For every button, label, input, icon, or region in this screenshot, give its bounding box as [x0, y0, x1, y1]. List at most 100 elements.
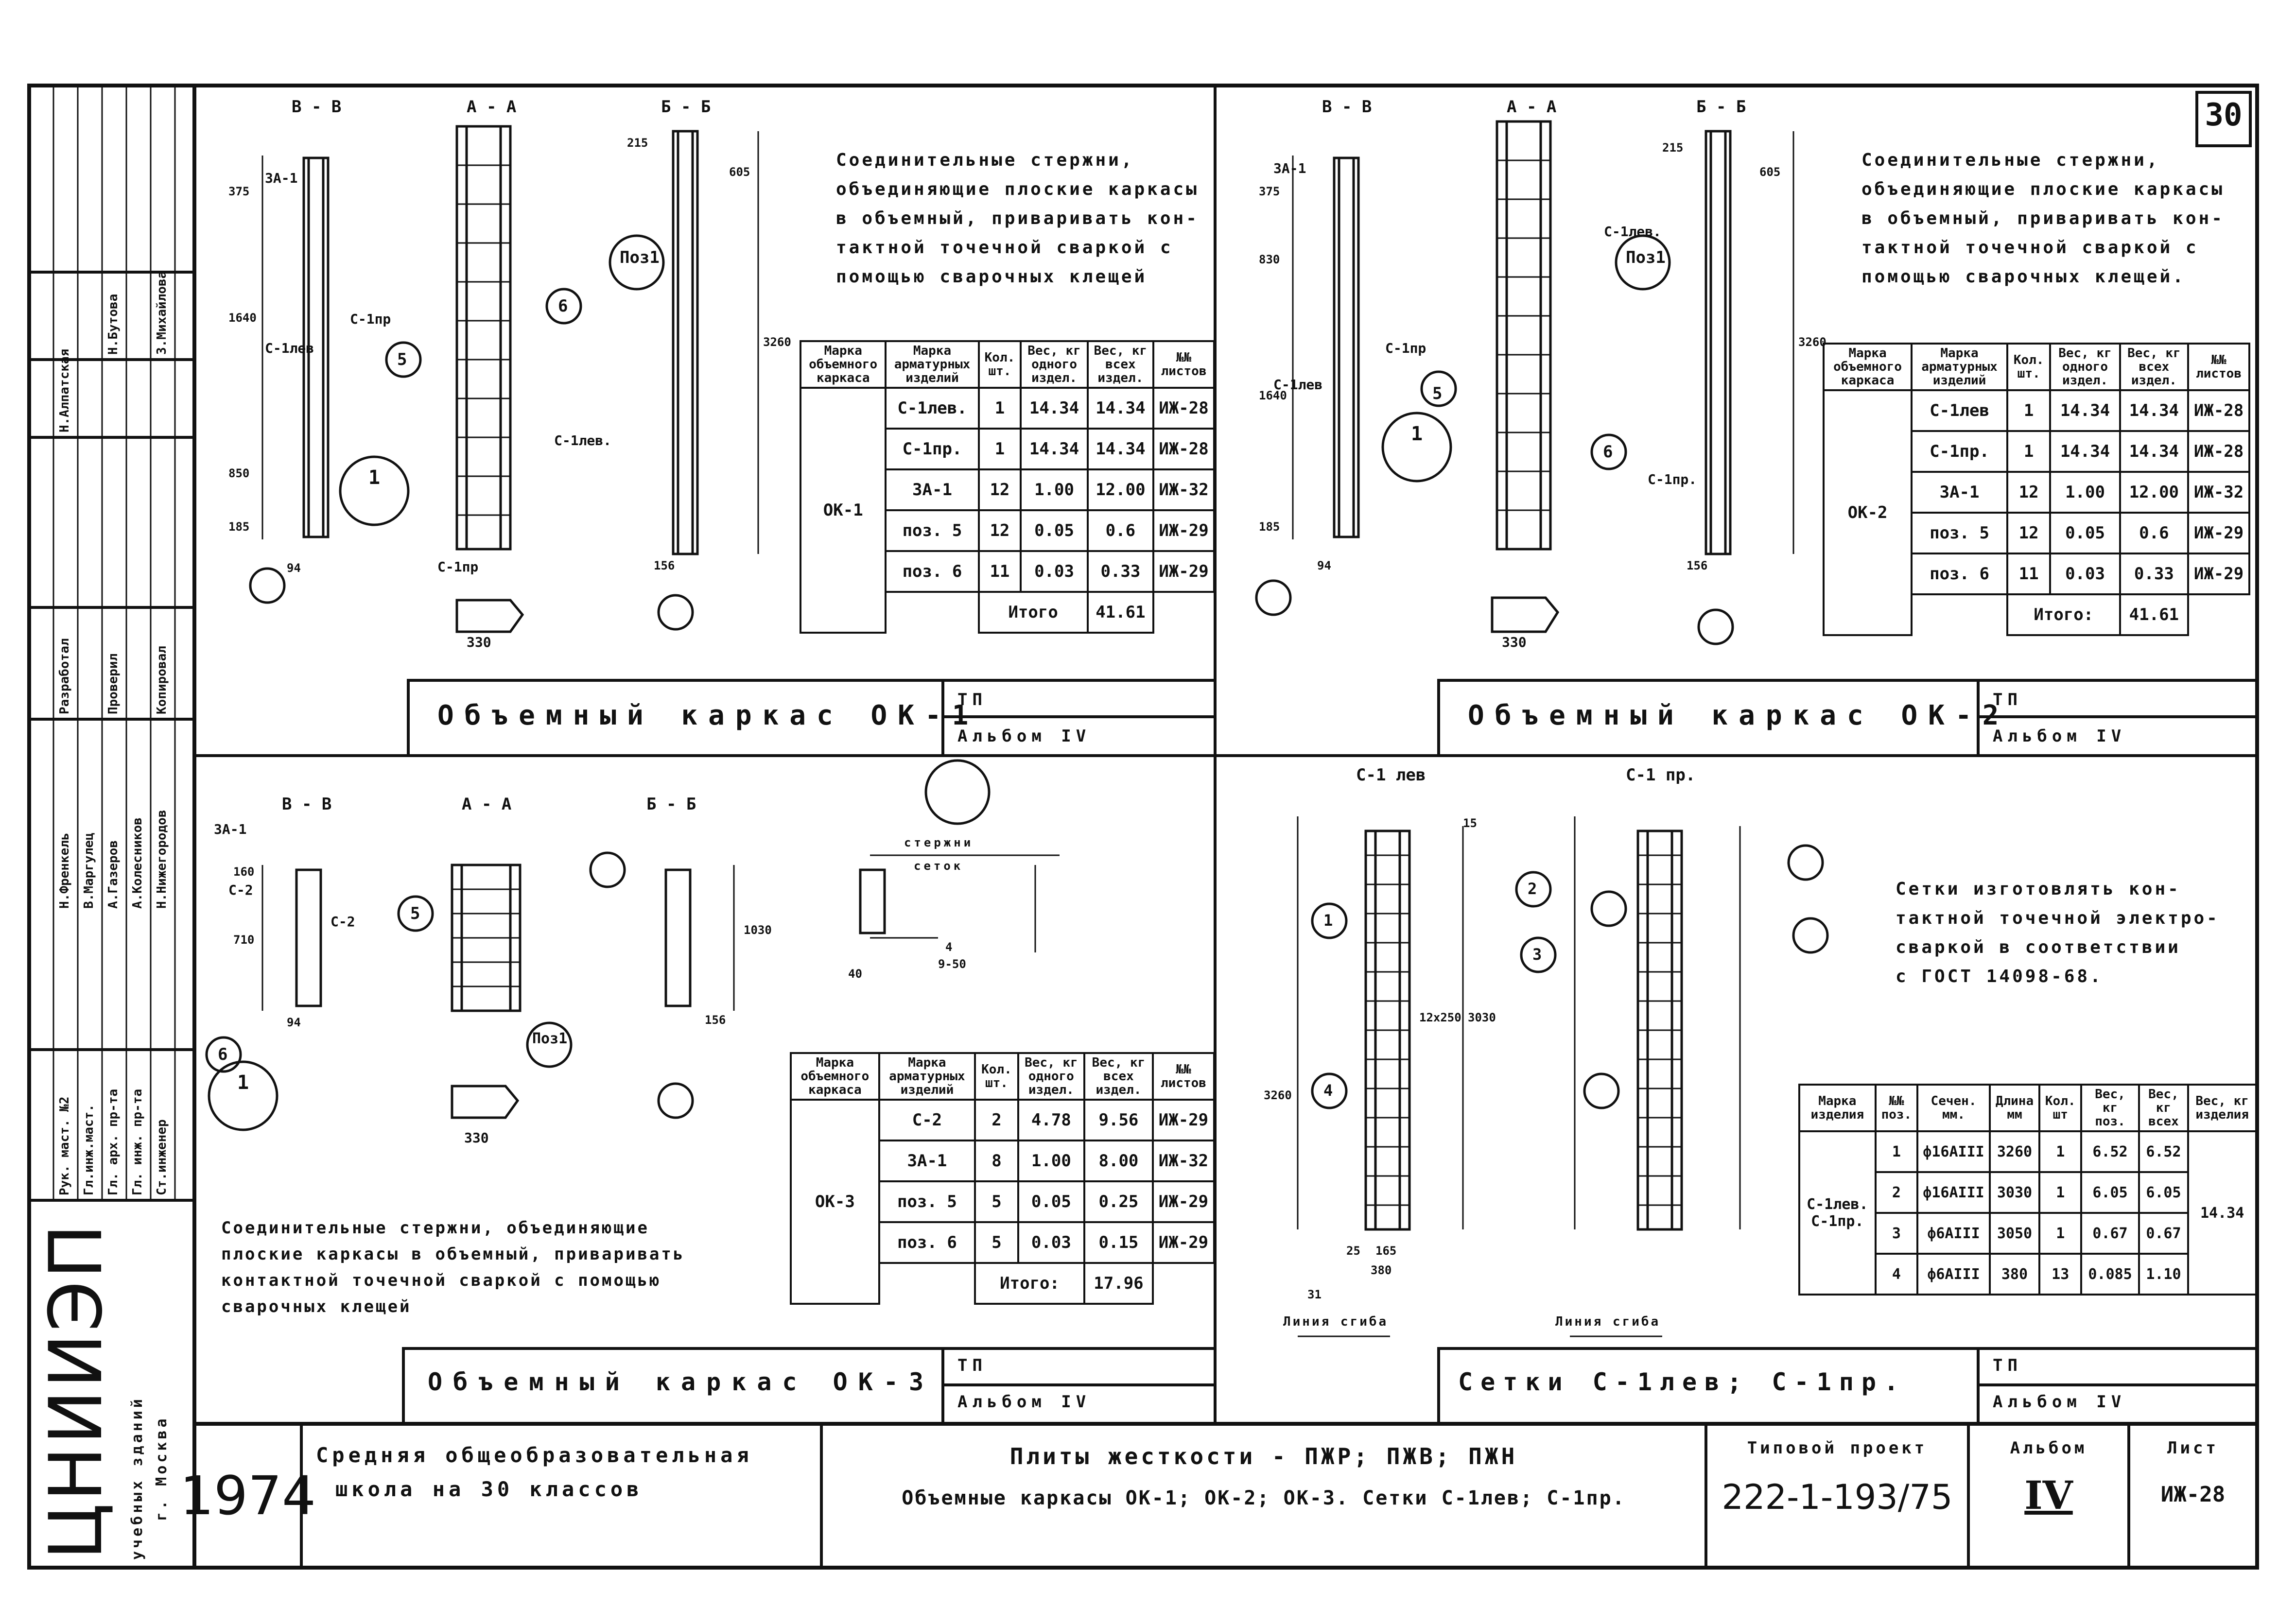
ok3-label: 156: [705, 1013, 726, 1027]
table-cell: 2: [1874, 1171, 1919, 1214]
table-cell: 380: [1988, 1253, 2041, 1296]
table-header: Марка арматурных изделий: [1911, 343, 2008, 391]
ok1-note: Соединительные стержни, объединяющие пло…: [836, 150, 1199, 287]
ok3-label: С-2: [330, 914, 355, 930]
ok1-album: Альбом IV: [957, 726, 1091, 746]
project-number: 222-1-193/75: [1722, 1477, 1953, 1517]
table-cell: 0.05: [1017, 1180, 1086, 1223]
table-row: С-1пр. 1 14.34 14.34 ИЖ-28: [800, 428, 1215, 470]
table-header: №№ листов: [1151, 1052, 1216, 1101]
name-3: А.Газеров: [106, 840, 121, 909]
ok1-label: 3260: [763, 335, 791, 349]
ok3-section-vv: В - В: [282, 795, 332, 814]
table-cell: ИЖ-32: [1152, 468, 1215, 511]
table-cell: ИЖ-29: [1152, 509, 1215, 552]
table-cell: 1: [977, 387, 1022, 430]
total-value: 41.61: [2119, 593, 2190, 636]
stamp-year-cell: 1974: [180, 1424, 316, 1568]
table-cell: ИЖ-29: [1151, 1099, 1216, 1141]
ok2-label: С-1лев: [1273, 377, 1323, 393]
table-cell: 14.34: [1086, 428, 1155, 470]
table-cell: 4.78: [1017, 1099, 1086, 1141]
ok3-label: 5: [410, 904, 420, 923]
table-cell: 12.00: [2119, 471, 2190, 514]
ok2-label: 156: [1687, 559, 1708, 572]
table-cell: 1.00: [1020, 468, 1089, 511]
mesh-album: Альбом IV: [1993, 1392, 2126, 1412]
name-5: Н.Нижегородов: [155, 810, 169, 909]
ok1-label: 375: [228, 185, 250, 198]
school-line1: Средняя общеобразовательная: [316, 1443, 753, 1467]
ok2-mark: ОК-2: [1822, 389, 1913, 636]
table-cell: 0.25: [1083, 1180, 1154, 1223]
ok2-label: 1: [1411, 423, 1423, 445]
sheet-value: ИЖ-28: [2160, 1482, 2226, 1507]
mesh-label: 3030: [1468, 1011, 1496, 1024]
total-label: Итого:: [2006, 593, 2121, 636]
ok1-tp: ТП: [957, 690, 987, 709]
ok2-label: Поз1: [1626, 248, 1666, 267]
table-cell: 0.33: [1086, 550, 1155, 593]
ok2-label: 5: [1432, 384, 1443, 403]
ok1-label: С-1лев.: [554, 432, 612, 449]
table-cell: 14.34: [2119, 389, 2190, 432]
ok2-label: 605: [1759, 165, 1781, 179]
table-cell: 14.34: [2049, 389, 2121, 432]
org-name: ЦНИИЭП: [34, 1222, 119, 1560]
table-header: Марка объемного каркаса: [790, 1052, 880, 1101]
total-label: Итого: [977, 591, 1089, 634]
ok2-label: С-1пр: [1385, 340, 1426, 356]
table-row: 2 ф16АIII 3030 1 6.05 6.05: [1799, 1171, 2256, 1214]
album-label: Альбом: [2010, 1438, 2087, 1458]
mesh-note: Сетки изготовлять кон- тактной точечной …: [1896, 879, 2220, 986]
table-cell: С-1пр.: [885, 428, 980, 470]
ok1-label: 215: [627, 136, 648, 150]
table-row: 3А-1 8 1.00 8.00 ИЖ-32: [791, 1140, 1216, 1182]
table-cell: 1.10: [2138, 1253, 2190, 1296]
table-cell: 0.085: [2080, 1253, 2140, 1296]
table-cell: 5: [974, 1221, 1019, 1264]
table-cell: С-2: [878, 1099, 976, 1141]
ok2-label: 1640: [1259, 389, 1287, 402]
ok3-rungs: [261, 854, 1060, 1011]
table-cell: 0.6: [1086, 509, 1155, 552]
role-6: Разработал: [57, 638, 72, 714]
ok1-label: 156: [654, 559, 675, 572]
table-cell: 1: [2038, 1130, 2083, 1173]
ok2-label: С-1пр.: [1648, 471, 1697, 487]
name-4: А.Колесников: [130, 817, 145, 909]
role-4: Гл. инж. пр-та: [130, 1089, 145, 1195]
table-header: Вес, кг всех издел.: [2119, 343, 2190, 391]
ok1-rungs: [261, 131, 759, 554]
mesh-section-right: С-1 пр.: [1626, 765, 1696, 785]
mesh-section-left: С-1 лев: [1356, 765, 1426, 785]
mesh-label: 380: [1371, 1263, 1392, 1277]
table-header: Кол. шт.: [2006, 343, 2052, 391]
ok3-label: 6: [218, 1045, 228, 1064]
table-row: поз. 5 12 0.05 0.6 ИЖ-29: [1824, 512, 2250, 554]
role-3: Гл. арх. пр-та: [106, 1089, 121, 1195]
name-8: З.Михайлова: [155, 271, 169, 355]
table-total-row: Итого 41.61: [800, 591, 1214, 634]
name-1: Н.Френкель: [57, 832, 72, 909]
name-2: В.Маргулец: [82, 832, 96, 909]
table-cell: 0.33: [2119, 553, 2190, 595]
table-cell: 1: [2038, 1212, 2083, 1255]
table-cell: 3А-1: [1911, 471, 2008, 514]
table-cell: 12: [2006, 471, 2052, 514]
role-7: Проверил: [106, 653, 121, 714]
table-header: Марка арматурных изделий: [878, 1052, 976, 1101]
table-cell: 0.67: [2080, 1212, 2140, 1255]
ok1-label: 330: [467, 634, 491, 650]
ok2-note: Соединительные стержни, объединяющие пло…: [1861, 150, 2225, 287]
table-header: Вес, кг поз.: [2080, 1084, 2140, 1132]
table-header: Вес, кг всех: [2138, 1084, 2190, 1132]
table-cell: ИЖ-29: [1151, 1221, 1216, 1264]
table-header: Марка объемного каркаса: [799, 340, 887, 389]
table-cell: 0.05: [2049, 512, 2121, 554]
ok2-label: 330: [1502, 634, 1527, 650]
ok1-spec-table: Марка объемного каркаса Марка арматурных…: [799, 340, 1215, 634]
ok1-section-aa: А - А: [467, 97, 517, 117]
ok1-section-vv: В - В: [292, 97, 342, 117]
